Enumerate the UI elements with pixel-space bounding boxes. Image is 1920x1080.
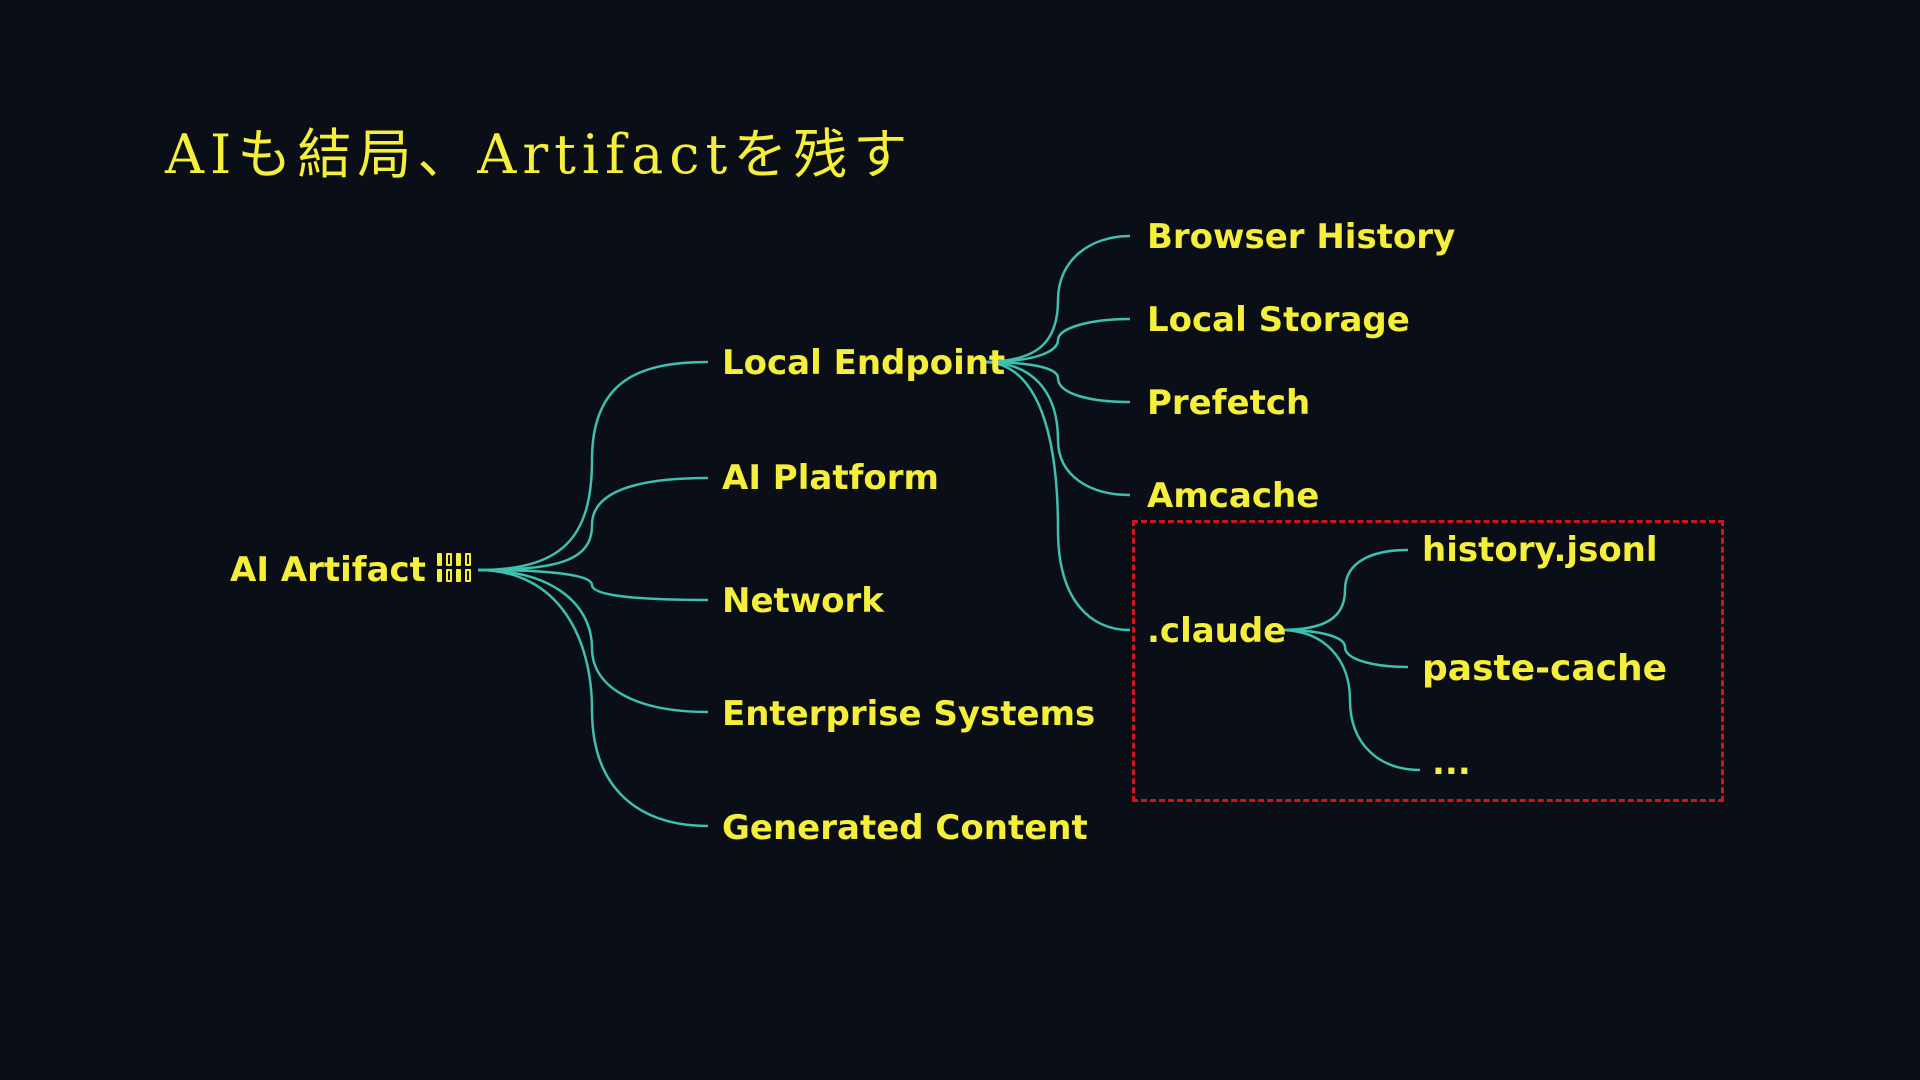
node-local-storage: Local Storage [1147,300,1410,340]
node-prefetch: Prefetch [1147,383,1311,423]
edge-claude-history [1279,548,1409,632]
edge-le-claude [982,360,1131,632]
slide-title: AIも結局、Artifactを残す [165,123,914,186]
claude-highlight-box [1132,520,1724,802]
edge-root-network [477,568,709,602]
node-history-jsonl: history.jsonl [1422,530,1658,570]
edge-le-amcache [982,360,1131,497]
edge-le-browser-history [982,234,1131,364]
node-enterprise-systems: Enterprise Systems [722,694,1096,734]
edge-claude-more [1279,628,1421,772]
node-network: Network [722,581,884,621]
edge-root-enterprise [477,568,709,714]
edge-le-local-storage [982,317,1131,364]
node-local-endpoint: Local Endpoint [722,343,1006,383]
node-claude: .claude [1147,611,1287,651]
node-browser-history: Browser History [1147,217,1456,257]
node-ai-platform: AI Platform [722,458,939,498]
node-paste-cache: paste-cache [1422,648,1668,689]
local-endpoint-branches [982,234,1131,632]
edge-root-local-endpoint [477,360,709,572]
node-ellipsis: ... [1432,743,1471,783]
edge-root-ai-platform [477,476,709,572]
binary-code-icon [437,553,471,582]
edge-claude-paste [1279,628,1409,669]
edge-le-prefetch [982,360,1131,404]
edge-root-generated [477,568,709,828]
root-branches [477,360,709,828]
root-node-label: AI Artifact [230,550,426,590]
node-amcache: Amcache [1147,476,1320,516]
claude-branches [1279,548,1421,772]
node-generated-content: Generated Content [722,808,1088,848]
